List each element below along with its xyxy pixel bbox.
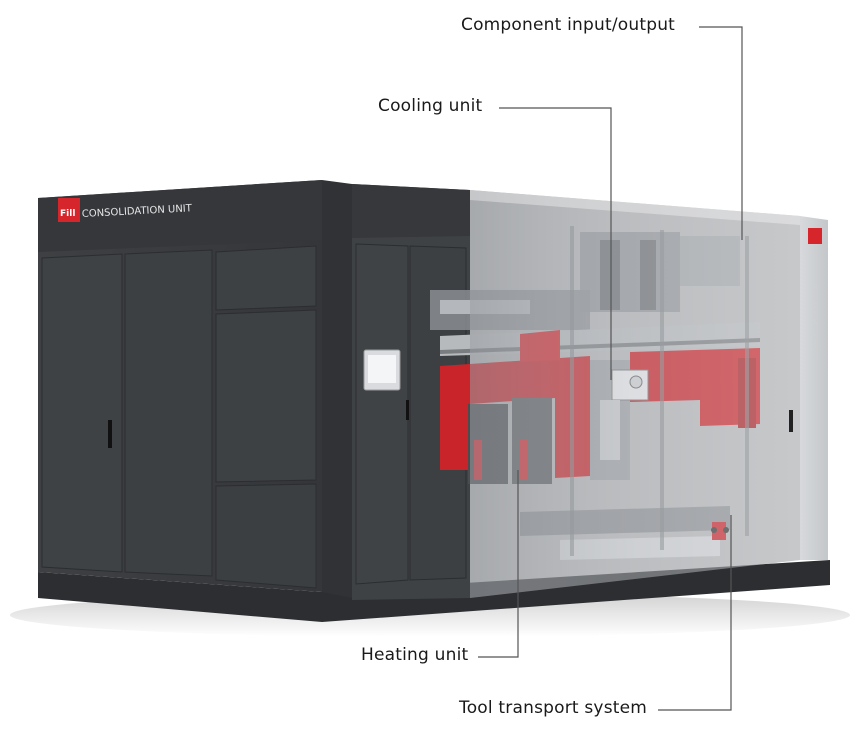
- left-door-2: [124, 249, 213, 577]
- leader-cooling: [499, 107, 612, 380]
- callout-heating-unit: Heating unit: [361, 645, 469, 665]
- front-door-1: [355, 243, 409, 585]
- callout-cooling-unit: Cooling unit: [378, 96, 483, 116]
- leader-lines: [478, 26, 743, 711]
- right-end-panel: [800, 216, 828, 560]
- fill-logo-left: [58, 198, 80, 222]
- brand-unit-name-vertical: CONSOLIDATION UNIT: [812, 282, 820, 360]
- leader-tool-transport: [658, 515, 732, 711]
- cabinet-fascia: [38, 180, 322, 252]
- fill-logo-left-text: Fill: [60, 209, 75, 219]
- panel-lower: [215, 483, 317, 589]
- fill-logo-right: [808, 228, 822, 244]
- hmi-display: [368, 355, 396, 383]
- left-door-1: [41, 253, 123, 573]
- panel-upper: [215, 245, 317, 311]
- corner-edge: [322, 180, 352, 598]
- glass-highlight: [470, 190, 800, 225]
- right-door-handle: [789, 410, 793, 432]
- leader-component-io: [699, 26, 743, 240]
- door-handle: [108, 420, 112, 448]
- front-door-handle: [406, 400, 409, 420]
- callout-component-io: Component input/output: [461, 15, 676, 35]
- callout-tool-transport: Tool transport system: [459, 698, 648, 718]
- panel-middle: [215, 309, 317, 483]
- leader-heating: [478, 470, 519, 658]
- glass-panel: [470, 190, 800, 598]
- front-fascia: [352, 184, 470, 238]
